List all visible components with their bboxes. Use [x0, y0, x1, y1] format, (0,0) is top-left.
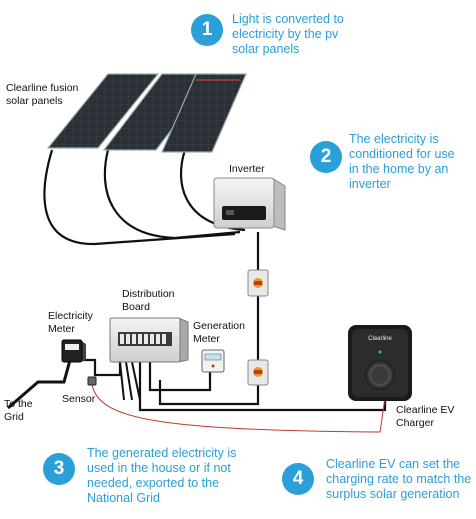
- step-4-badge: 4: [282, 463, 314, 495]
- step-2-text: The electricity is conditioned for use i…: [349, 132, 455, 191]
- inverter: [213, 177, 286, 231]
- solar-panel: [161, 73, 247, 153]
- step-2-badge: 2: [310, 141, 342, 173]
- solar-panel: [46, 73, 160, 149]
- step-3-badge: 3: [43, 453, 75, 485]
- generation-meter: [201, 349, 225, 373]
- ev-charger: [348, 325, 412, 401]
- grid-label: To the Grid: [4, 398, 33, 423]
- sensor-wire: [91, 383, 386, 433]
- electricity-meter: [61, 339, 86, 363]
- sensor: [87, 376, 97, 386]
- ev-charger-label: Clearline EV Charger: [396, 404, 455, 429]
- step-4-text: Clearline EV can set the charging rate t…: [326, 457, 472, 501]
- ac-isolator: [247, 359, 269, 386]
- step-3-text: The generated electricity is used in the…: [87, 446, 237, 505]
- step-1-badge: 1: [191, 14, 223, 46]
- step-1-text: Light is converted to electricity by the…: [232, 12, 344, 56]
- solar-panels-label: Clearline fusion solar panels: [6, 82, 79, 107]
- charger-brand-label: Clearline: [368, 336, 392, 342]
- distribution-board: [109, 317, 189, 363]
- electricity-meter-label: Electricity Meter: [48, 310, 93, 335]
- inverter-label: Inverter: [229, 163, 265, 175]
- sensor-label: Sensor: [62, 393, 96, 405]
- generation-meter-label: Generation Meter: [193, 320, 245, 345]
- dc-isolator: [247, 269, 269, 297]
- solar-panels: [46, 73, 247, 153]
- wiring: [7, 149, 387, 412]
- distribution-board-label: Distribution Board: [122, 288, 175, 313]
- house-circuits: [119, 361, 141, 401]
